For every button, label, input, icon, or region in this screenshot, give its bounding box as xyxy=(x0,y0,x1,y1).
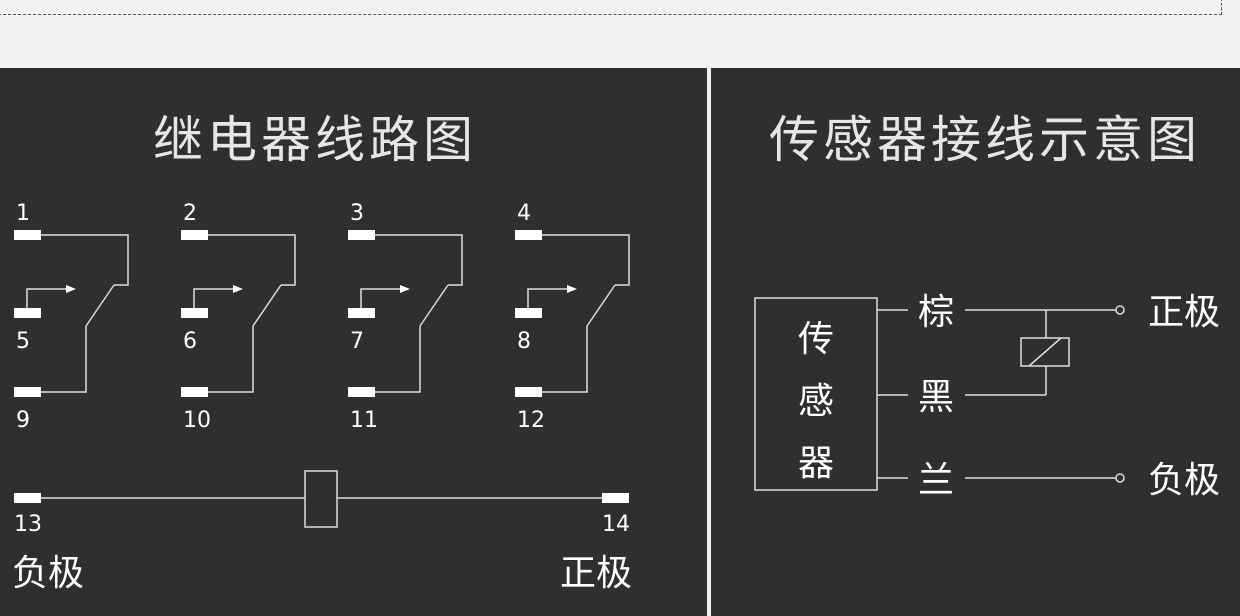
no-wire-1 xyxy=(26,288,70,308)
terminal-14 xyxy=(602,493,629,503)
pin-label-12: 12 xyxy=(517,408,545,433)
terminal-1 xyxy=(14,230,41,240)
nc-wire-4 xyxy=(542,326,588,393)
sensor-char-2: 感 xyxy=(798,381,834,422)
relay-contact-group-4: 4 8 12 xyxy=(515,201,630,433)
negative-terminal-dot xyxy=(1115,473,1125,483)
relay-diagram-svg: 1 5 9 2 6 10 3 7 11 4 8 12 13 14 负极 正极 xyxy=(12,201,632,594)
coil-circuit xyxy=(40,470,602,528)
relay-contact-group-1: 1 5 9 xyxy=(14,201,129,433)
common-wire-4 xyxy=(542,234,630,286)
relay-contact-group-2: 2 6 10 xyxy=(181,201,296,433)
negative-pole-label: 负极 xyxy=(12,553,84,594)
pin-label-5: 5 xyxy=(16,329,30,354)
no-wire-3 xyxy=(360,288,404,308)
brown-wire-label: 棕 xyxy=(918,292,954,333)
terminal-7 xyxy=(348,308,375,318)
blue-wire-label: 兰 xyxy=(918,460,954,501)
terminal-8 xyxy=(515,308,542,318)
switch-blade-2 xyxy=(252,284,282,327)
coil-symbol xyxy=(304,470,338,528)
pin-label-6: 6 xyxy=(183,329,197,354)
pin-label-13: 13 xyxy=(14,512,42,537)
no-arrow-4 xyxy=(567,285,577,293)
common-wire-3 xyxy=(375,234,463,286)
pin-label-1: 1 xyxy=(16,201,30,226)
pin-label-2: 2 xyxy=(183,201,197,226)
positive-terminal-dot xyxy=(1115,305,1125,315)
sensor-char-1: 传 xyxy=(798,319,834,360)
nc-wire-2 xyxy=(208,326,254,393)
no-arrow-3 xyxy=(400,285,410,293)
terminal-3 xyxy=(348,230,375,240)
positive-label: 正极 xyxy=(1148,292,1220,333)
terminal-12 xyxy=(515,387,542,397)
terminal-9 xyxy=(14,387,41,397)
pin-label-14: 14 xyxy=(602,512,630,537)
nc-wire-3 xyxy=(375,326,421,393)
terminal-13 xyxy=(14,493,41,503)
positive-pole-label: 正极 xyxy=(560,553,632,594)
switch-blade-3 xyxy=(419,284,449,327)
relay-diagram-panel: 继电器线路图 1 5 9 2 6 10 3 7 11 4 8 12 13 14 负极 正极 xyxy=(0,68,707,616)
nc-wire-1 xyxy=(41,326,87,393)
terminal-11 xyxy=(348,387,375,397)
terminal-6 xyxy=(181,308,208,318)
terminal-2 xyxy=(181,230,208,240)
pin-label-9: 9 xyxy=(16,408,30,433)
pin-label-8: 8 xyxy=(517,329,531,354)
terminal-10 xyxy=(181,387,208,397)
load-relay-symbol xyxy=(1020,337,1070,367)
sensor-diagram-title: 传感器接线示意图 xyxy=(769,111,1201,169)
switch-blade-1 xyxy=(85,284,115,327)
common-wire-2 xyxy=(208,234,296,286)
pin-label-3: 3 xyxy=(350,201,364,226)
no-arrow-1 xyxy=(66,285,76,293)
no-wire-2 xyxy=(193,288,237,308)
pin-label-10: 10 xyxy=(183,408,211,433)
no-arrow-2 xyxy=(233,285,243,293)
relay-contact-group-3: 3 7 11 xyxy=(348,201,463,433)
panel-divider xyxy=(707,68,711,616)
sensor-box xyxy=(754,297,878,491)
relay-diagram-title: 继电器线路图 xyxy=(153,111,477,169)
pin-label-4: 4 xyxy=(517,201,531,226)
switch-blade-4 xyxy=(586,284,616,327)
sensor-char-3: 器 xyxy=(798,443,834,484)
terminal-5 xyxy=(14,308,41,318)
pin-label-7: 7 xyxy=(350,329,364,354)
pin-label-11: 11 xyxy=(350,408,378,433)
black-wire-label: 黑 xyxy=(918,377,954,418)
load-relay-diagonal xyxy=(1028,337,1062,367)
negative-label: 负极 xyxy=(1148,460,1220,501)
sensor-diagram-panel: 传感器接线示意图 传 感 器 棕 黑 兰 正极 负极 xyxy=(711,68,1240,616)
common-wire-1 xyxy=(41,234,129,286)
no-wire-4 xyxy=(527,288,571,308)
terminal-4 xyxy=(515,230,542,240)
top-dashed-frame xyxy=(0,0,1222,15)
sensor-diagram-svg: 传 感 器 棕 黑 兰 正极 负极 xyxy=(754,292,1220,501)
